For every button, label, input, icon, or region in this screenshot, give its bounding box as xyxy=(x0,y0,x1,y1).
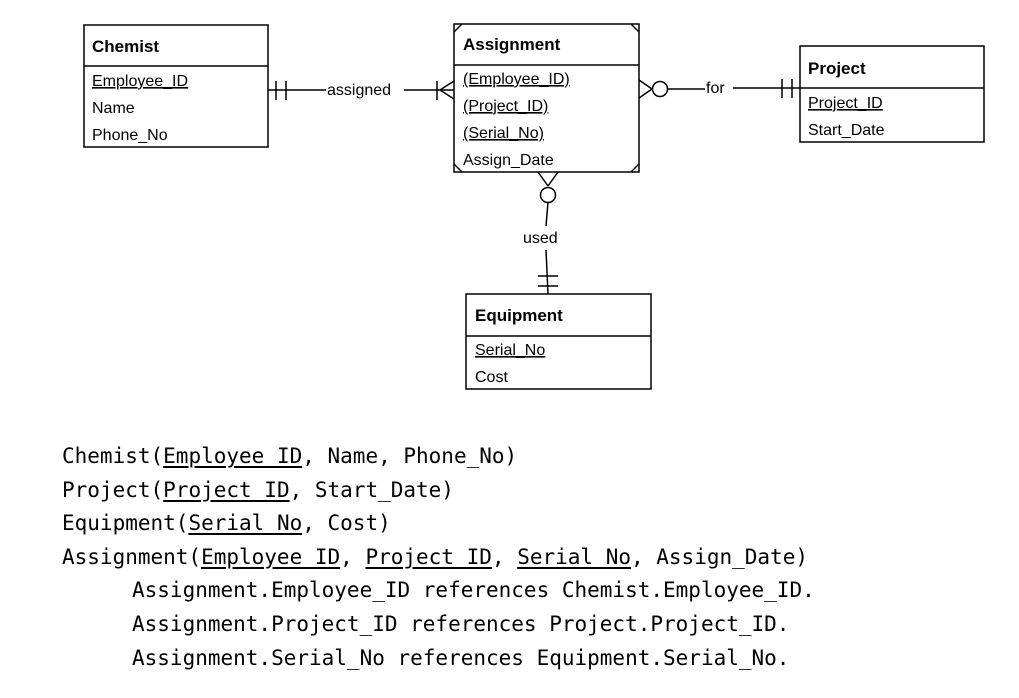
chemist-attr-employee-id: Employee_ID xyxy=(92,73,188,90)
project-entity-box xyxy=(799,45,985,143)
equipment-attr-cost: Cost xyxy=(475,369,508,386)
er-diagram: assigned for used Chemist Employee_ID Na… xyxy=(83,23,985,390)
chemist-attr-name: Name xyxy=(92,100,135,117)
schema-chemist-pk: Employee_ID xyxy=(163,444,303,468)
schema-equipment-line: Equipment(Serial_No, Cost) xyxy=(62,507,815,541)
project-attr-project-id: Project_ID xyxy=(808,95,883,112)
schema-chemist-line: Chemist(Employee_ID, Name, Phone_No) xyxy=(62,440,815,474)
schema-assignment-pk-serial: Serial_No xyxy=(517,544,631,569)
schema-project-line: Project(Project_ID, Start_Date) xyxy=(62,474,815,508)
assignment-attr-project-id: (Project_ID) xyxy=(463,98,548,115)
equipment-entity-title: Equipment xyxy=(475,306,563,325)
schema-assignment-sep2: , xyxy=(491,544,518,569)
used-relationship-line xyxy=(537,171,559,295)
schema-fk-project: Assignment.Project_ID references Project… xyxy=(132,611,790,636)
schema-assignment-sep1: , xyxy=(340,544,366,569)
chemist-entity-box xyxy=(83,24,269,148)
assigned-relationship-line xyxy=(268,80,455,100)
schema-assignment-pk-employee: Employee_ID xyxy=(201,544,341,569)
equipment-attr-serial-no: Serial_No xyxy=(475,342,545,359)
assigned-label: assigned xyxy=(327,82,391,99)
schema-fk-employee: Assignment.Employee_ID references Chemis… xyxy=(132,578,815,603)
schema-assignment-rest: , Assign_Date) xyxy=(630,544,808,569)
schema-fk-serial: Assignment.Serial_No references Equipmen… xyxy=(132,645,790,670)
schema-chemist-name: Chemist( xyxy=(62,444,164,468)
schema-project-rest: , Start_Date) xyxy=(289,477,454,502)
relational-schema: Chemist(Employee_ID, Name, Phone_No) Pro… xyxy=(62,440,815,675)
schema-chemist-rest: , Name, Phone_No) xyxy=(302,444,518,468)
for-relationship-line xyxy=(638,79,800,99)
schema-equipment-name: Equipment( xyxy=(62,511,189,536)
chemist-entity-title: Chemist xyxy=(92,37,159,56)
schema-equipment-pk: Serial_No xyxy=(188,511,303,536)
schema-assignment-pk-project: Project_ID xyxy=(365,544,492,569)
assignment-attr-employee-id: (Employee_ID) xyxy=(463,71,570,88)
assignment-attr-serial-no: (Serial_No) xyxy=(463,125,544,142)
project-entity-title: Project xyxy=(808,59,866,78)
assignment-attr-assign-date: Assign_Date xyxy=(463,152,554,169)
schema-equipment-rest: , Cost) xyxy=(302,511,391,536)
schema-project-pk: Project_ID xyxy=(163,477,290,502)
schema-project-name: Project( xyxy=(62,477,164,502)
assignment-entity-title: Assignment xyxy=(463,35,561,54)
equipment-entity-box xyxy=(465,293,652,390)
chemist-attr-phone-no: Phone_No xyxy=(92,127,168,144)
for-label: for xyxy=(706,80,725,97)
used-label: used xyxy=(523,230,558,247)
schema-assignment-line: Assignment(Employee_ID, Project_ID, Seri… xyxy=(62,541,815,575)
project-attr-start-date: Start_Date xyxy=(808,122,885,139)
schema-assignment-name: Assignment( xyxy=(62,544,202,569)
